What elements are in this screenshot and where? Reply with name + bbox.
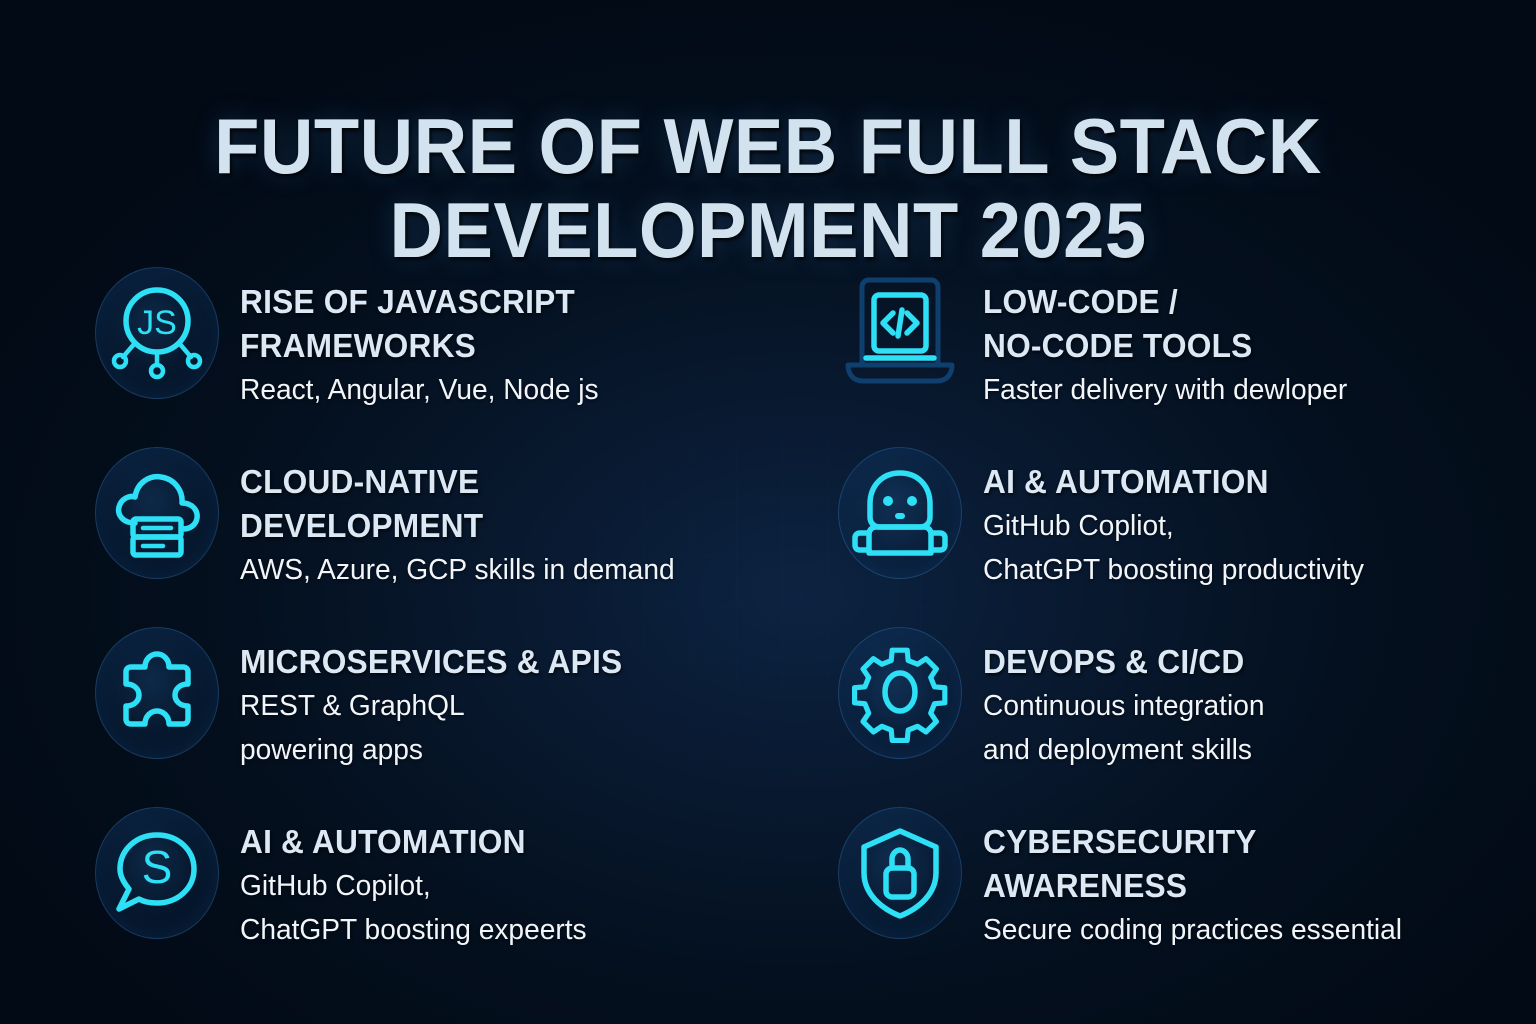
item-subtitle: REST & GraphQL powering apps	[240, 690, 465, 766]
item-subtitle: React, Angular, Vue, Node js	[240, 374, 599, 406]
item-text: DEVOPS & CI/CD Continuous integration an…	[983, 626, 1273, 772]
content-columns: JS RISE OF JAVASCRIPT FRAMEWORKS React, …	[0, 266, 1536, 986]
speech-bubble-s-icon: S	[92, 806, 222, 940]
item-heading: CYBERSECURITY AWARENESS	[983, 823, 1257, 904]
puzzle-piece-icon	[92, 626, 222, 760]
right-column: LOW-CODE / NO-CODE TOOLS Faster delivery…	[793, 266, 1536, 986]
list-item[interactable]: CLOUD-NATIVE DEVELOPMENT AWS, Azure, GCP…	[92, 446, 793, 626]
item-text: AI & AUTOMATION GitHub Copliot, ChatGPT …	[983, 446, 1376, 592]
cloud-server-icon	[92, 446, 222, 580]
item-heading: LOW-CODE / NO-CODE TOOLS	[983, 283, 1253, 364]
robot-icon	[835, 446, 965, 580]
item-subtitle: Secure coding practices essential	[983, 914, 1403, 946]
js-icon-label: JS	[137, 304, 177, 342]
laptop-code-icon	[835, 266, 965, 400]
item-heading: AI & AUTOMATION	[240, 823, 526, 860]
left-column: JS RISE OF JAVASCRIPT FRAMEWORKS React, …	[0, 266, 793, 986]
item-heading: AI & AUTOMATION	[983, 463, 1269, 500]
item-subtitle: AWS, Azure, GCP skills in demand	[240, 554, 675, 586]
list-item[interactable]: CYBERSECURITY AWARENESS Secure coding pr…	[835, 806, 1536, 986]
list-item[interactable]: JS RISE OF JAVASCRIPT FRAMEWORKS React, …	[92, 266, 793, 446]
item-text: CLOUD-NATIVE DEVELOPMENT AWS, Azure, GCP…	[240, 446, 688, 592]
item-heading: DEVOPS & CI/CD	[983, 643, 1245, 680]
gear-icon	[835, 626, 965, 760]
item-subtitle: Faster delivery with dewloper	[983, 374, 1348, 406]
s-icon-label: S	[142, 841, 173, 893]
javascript-network-icon: JS	[92, 266, 222, 400]
item-heading: RISE OF JAVASCRIPT FRAMEWORKS	[240, 283, 575, 364]
item-text: RISE OF JAVASCRIPT FRAMEWORKS React, Ang…	[240, 266, 610, 412]
list-item[interactable]: S AI & AUTOMATION GitHub Copilot, ChatGP…	[92, 806, 793, 986]
list-item[interactable]: AI & AUTOMATION GitHub Copliot, ChatGPT …	[835, 446, 1536, 626]
item-text: MICROSERVICES & APIS REST & GraphQL powe…	[240, 626, 638, 772]
item-text: LOW-CODE / NO-CODE TOOLS Faster delivery…	[983, 266, 1359, 412]
item-heading: MICROSERVICES & APIS	[240, 643, 623, 680]
item-subtitle: Continuous integration and deployment sk…	[983, 690, 1265, 766]
item-subtitle: GitHub Copliot, ChatGPT boosting product…	[983, 510, 1364, 586]
item-subtitle: GitHub Copilot, ChatGPT boosting expeert…	[240, 870, 587, 946]
list-item[interactable]: MICROSERVICES & APIS REST & GraphQL powe…	[92, 626, 793, 806]
item-text: CYBERSECURITY AWARENESS Secure coding pr…	[983, 806, 1415, 952]
page-title: FUTURE OF WEB FULL STACK DEVELOPMENT 202…	[214, 102, 1322, 275]
shield-lock-icon	[835, 806, 965, 940]
item-text: AI & AUTOMATION GitHub Copilot, ChatGPT …	[240, 806, 597, 952]
item-heading: CLOUD-NATIVE DEVELOPMENT	[240, 463, 484, 544]
list-item[interactable]: DEVOPS & CI/CD Continuous integration an…	[835, 626, 1536, 806]
list-item[interactable]: LOW-CODE / NO-CODE TOOLS Faster delivery…	[835, 266, 1536, 446]
